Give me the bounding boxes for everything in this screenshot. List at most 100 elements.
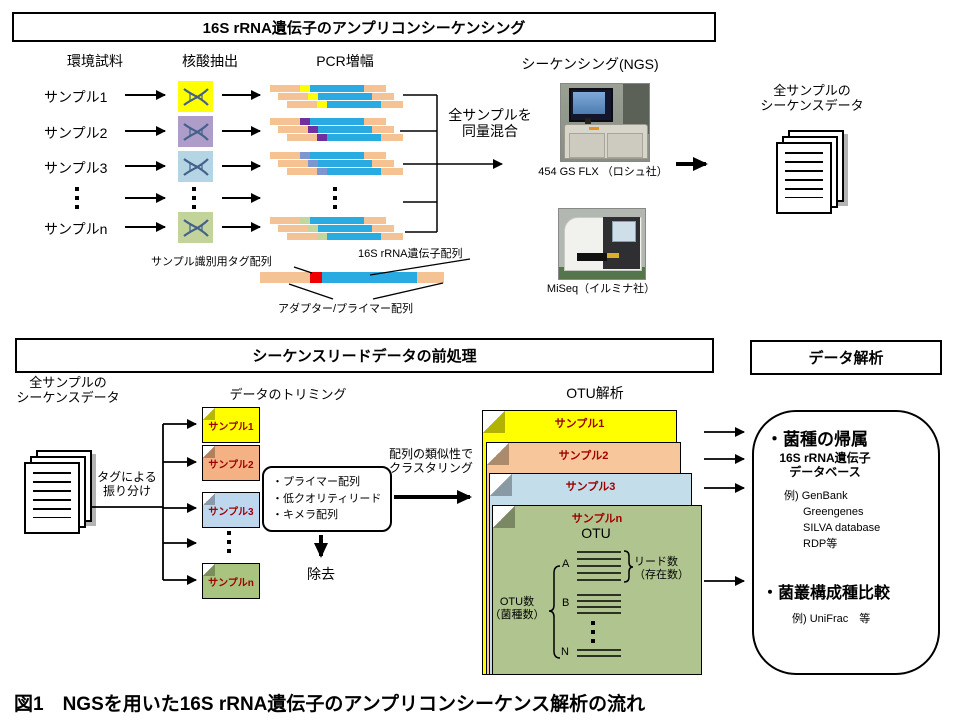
otu-page-label: サンプルn (571, 513, 623, 525)
comparison-example: 例) UniFrac 等 (792, 613, 871, 625)
sequencer-miseq-photo (558, 208, 646, 280)
documents-icon-top (776, 130, 844, 214)
column-header-extraction: 核酸抽出 (182, 53, 238, 69)
database-label: 16S rRNA遺伝子 データベース (779, 451, 871, 479)
page-fold-shape (487, 443, 509, 465)
gene-segment (322, 272, 417, 283)
amplicon-bars-sample1 (270, 85, 403, 109)
note-label: サンプルn (208, 577, 254, 589)
database-example: Greengenes (803, 505, 864, 518)
trim-item: ・キメラ配列 (272, 509, 338, 521)
amplicon-bars-samplen (270, 217, 403, 241)
sequence-data-label-top: 全サンプルの シーケンスデータ (760, 83, 864, 113)
removal-label: 除去 (307, 566, 335, 582)
doc-page-shape (24, 462, 80, 534)
dna-icon-sample1 (178, 81, 213, 112)
machine-mark-shape (589, 127, 599, 130)
pooling-label: 全サンプルを 同量混合 (448, 107, 532, 140)
otu-page-label: サンプル3 (565, 481, 616, 493)
note-label: サンプル3 (208, 506, 254, 518)
analysis-bubble (752, 410, 940, 675)
note-label: サンプル1 (208, 421, 254, 433)
monitor-stand-shape (585, 118, 591, 124)
otu-analysis-title: OTU解析 (566, 385, 624, 401)
database-example: SILVA database (803, 521, 881, 534)
adapter-segment (417, 272, 444, 283)
column-header-sample: 環境試料 (67, 53, 123, 69)
otu-page-label: サンプル2 (558, 450, 609, 462)
analysis-section-title-box: データ解析 (750, 340, 942, 375)
sample-label-3: サンプル3 (44, 160, 108, 176)
figure-caption: 図1 NGSを用いた16S rRNA遺伝子のアンプリコンシーケンス解析の流れ (14, 694, 646, 715)
top-section-title: 16S rRNA遺伝子のアンプリコンシーケンシング (202, 19, 526, 37)
trimming-label: データのトリミング (229, 387, 347, 402)
demux-branch (91, 424, 164, 580)
note-samplen: サンプルn (202, 563, 260, 599)
database-examples: 例) GenBank Greengenes SILVA database RDP… (784, 489, 880, 553)
ellipsis-icon-samples (75, 187, 337, 209)
preprocess-section-title-box: シーケンスリードデータの前処理 (15, 338, 714, 373)
miseq-dark-panel-shape (603, 217, 640, 269)
clustering-label: 配列の類似性で クラスタリング (388, 447, 473, 475)
page-fold-shape (483, 411, 505, 433)
adapter-primer-label: アダプター/プライマー配列 (278, 303, 414, 315)
demux-arrows (163, 419, 197, 585)
otu-page-label: サンプル1 (554, 418, 605, 430)
sequencer-454-label: 454 GS FLX （ロシュ社） (538, 166, 668, 178)
tag-sequence-label: サンプル識別用タグ配列 (151, 256, 272, 268)
otu-count-label: OTU数 （菌種数） (489, 596, 545, 621)
otu-to-analysis-arrows (704, 427, 745, 586)
doc-lines-shape (785, 152, 823, 198)
machine-body-shape (564, 124, 648, 159)
database-example: RDP等 (803, 537, 838, 550)
dna-icon-samplen (178, 212, 213, 243)
sample-label-2: サンプル2 (44, 125, 108, 141)
demux-label: タグによる 振り分け (97, 470, 157, 498)
trim-item: ・低クオリティリード (272, 492, 382, 505)
column-header-pcr: PCR増幅 (316, 53, 374, 69)
note-fold-shape (203, 564, 215, 576)
otu-row-letter-a: A (562, 558, 570, 570)
assignment-title: ・菌種の帰属 (766, 430, 868, 449)
page-fold-shape (490, 474, 512, 496)
note-sample3: サンプル3 (202, 492, 260, 528)
read-count-label: リード数 （存在数） (634, 556, 689, 581)
tag-segment (310, 272, 322, 283)
machine-door-shape (569, 133, 605, 158)
ellipsis-icon-notes (227, 531, 231, 553)
dna-icon-sample2 (178, 116, 213, 147)
amplicon-bars-sample3 (270, 152, 403, 176)
monitor-screen-shape (573, 92, 605, 114)
note-label: サンプル2 (208, 459, 254, 471)
amplicon-structure-bar (260, 272, 444, 283)
flow-arrows-extract (125, 90, 166, 232)
adapter-segment (260, 272, 310, 283)
otu-page-samplen: サンプルn (492, 505, 702, 675)
note-fold-shape (203, 446, 215, 458)
miseq-logo-shape (605, 253, 619, 258)
database-example: 例) GenBank (784, 490, 848, 502)
sequence-data-label-bottom: 全サンプルの シーケンスデータ (16, 375, 120, 405)
preprocess-section-title: シーケンスリードデータの前処理 (252, 348, 477, 365)
note-sample1: サンプル1 (202, 407, 260, 443)
note-fold-shape (203, 493, 215, 505)
sample-label-1: サンプル1 (44, 89, 108, 105)
trim-item: ・プライマー配列 (272, 476, 360, 488)
doc-lines-shape (33, 472, 71, 518)
note-sample2: サンプル2 (202, 445, 260, 481)
otu-heading: OTU (581, 525, 611, 541)
documents-icon-bottom (24, 450, 92, 534)
comparison-title: ・菌叢構成種比較 (762, 585, 891, 602)
monitor-shape (569, 88, 613, 122)
sequencer-miseq-label: MiSeq（イルミナ社） (546, 283, 656, 295)
pooling-bracket (400, 94, 438, 233)
page-fold-shape (493, 506, 515, 528)
note-fold-shape (203, 408, 215, 420)
sequencer-454-photo (560, 83, 650, 162)
flow-arrows-pcr (222, 90, 261, 232)
otu-row-letter-b: B (562, 597, 570, 609)
otu-row-letter-n: N (561, 646, 569, 658)
doc-page-shape (776, 142, 832, 214)
miseq-screen-shape (612, 221, 636, 242)
